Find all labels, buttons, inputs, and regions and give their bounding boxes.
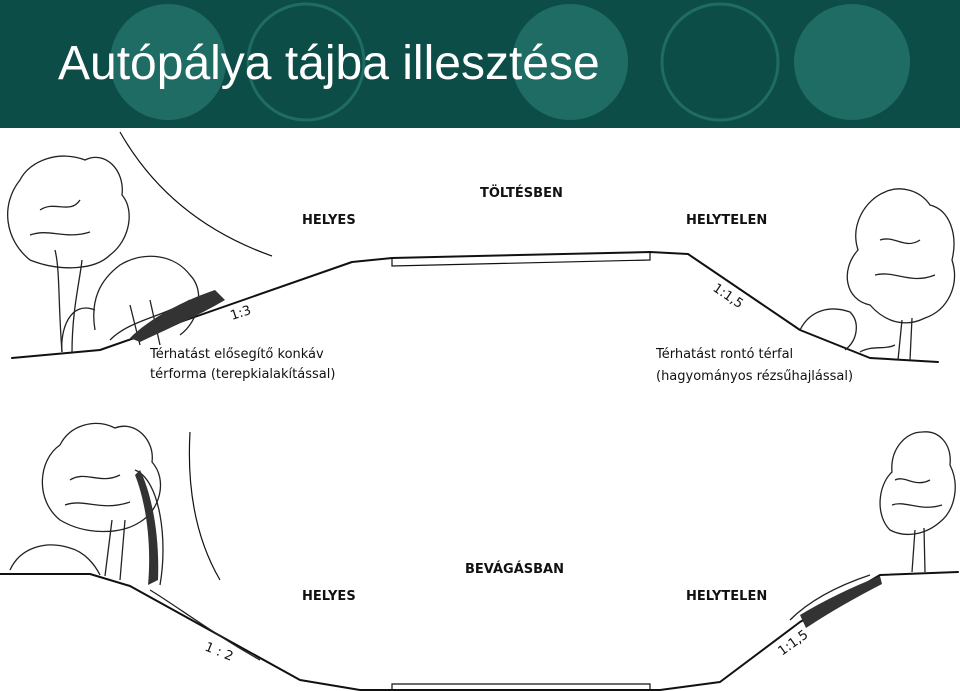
highway-cross-sections: TÖLTÉSBEN HELYES HELYTELEN 1:3 1:1,5 Tér… xyxy=(0,131,959,691)
cutting-right-slope: 1:1,5 xyxy=(776,628,812,660)
embankment-section: TÖLTÉSBEN HELYES HELYTELEN 1:3 1:1,5 Tér… xyxy=(7,131,956,384)
view-arc-left xyxy=(119,131,273,257)
embankment-left-slope: 1:3 xyxy=(229,303,254,324)
cutting-incorrect-label: HELYTELEN xyxy=(686,589,767,604)
slide-title: Autópálya tájba illesztése xyxy=(58,37,600,90)
embankment-incorrect-label: HELYTELEN xyxy=(686,213,767,228)
cutting-correct-label: HELYES xyxy=(302,589,356,604)
tree-group-left xyxy=(9,422,261,661)
cutting-left-slope: 1 : 2 xyxy=(203,640,236,665)
road-pavement xyxy=(391,683,651,690)
cutting-heading: BEVÁGÁSBAN xyxy=(465,561,564,577)
title-bar: Autópálya tájba illesztése xyxy=(0,0,960,128)
shrub-dark-right xyxy=(800,576,882,628)
embankment-left-caption-1: Térhatást elősegítő konkáv xyxy=(149,347,324,362)
embankment-left-caption-2: térforma (terepkialakítással) xyxy=(150,367,335,382)
embankment-right-slope: 1:1,5 xyxy=(710,281,746,312)
road-pavement xyxy=(391,252,651,267)
tree-group-right xyxy=(799,188,956,361)
cutting-profile xyxy=(0,571,959,691)
decor-circle-outline xyxy=(246,2,366,122)
decor-circle xyxy=(512,4,628,120)
cutting-section: BEVÁGÁSBAN HELYES HELYTELEN 1 : 2 1:1,5 xyxy=(0,422,959,691)
header-decoration xyxy=(110,2,910,122)
shrub-dark-left xyxy=(130,290,225,342)
embankment-right-caption-2: (hagyományos rézsűhajlással) xyxy=(656,369,853,384)
decor-circle-outline xyxy=(660,2,780,122)
decor-circle xyxy=(110,4,226,120)
tree-group-right xyxy=(789,431,956,621)
view-arc-left xyxy=(188,431,221,581)
decor-circle xyxy=(794,4,910,120)
embankment-correct-label: HELYES xyxy=(302,213,356,228)
rock-face-left xyxy=(135,470,159,585)
embankment-heading: TÖLTÉSBEN xyxy=(480,185,563,201)
embankment-right-caption-1: Térhatást rontó térfal xyxy=(655,347,793,362)
